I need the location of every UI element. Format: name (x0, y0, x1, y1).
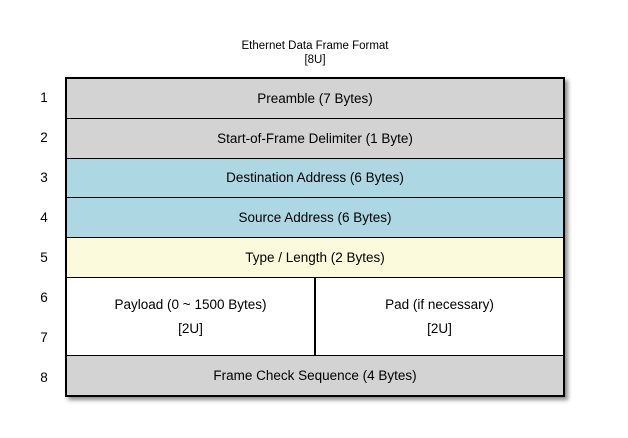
cell-label: Payload (0 ~ 1500 Bytes) (114, 297, 267, 312)
row-number-1: 1 (40, 89, 48, 105)
row-start-of-frame-delimiter: Start-of-Frame Delimiter (1 Byte) (67, 117, 563, 158)
row-number-7: 7 (40, 329, 48, 345)
row-preamble: Preamble (7 Bytes) (67, 79, 563, 118)
row-source-address: Source Address (6 Bytes) (67, 197, 563, 237)
cell-pad: Pad (if necessary) [2U] (314, 277, 563, 356)
row-number-8: 8 (40, 369, 48, 385)
title-block: Ethernet Data Frame Format [8U] (65, 39, 565, 67)
cell-units: [2U] (178, 321, 203, 336)
row-number-2: 2 (40, 129, 48, 145)
row-number-6: 6 (40, 289, 48, 305)
row-payload-pad: Payload (0 ~ 1500 Bytes) [2U] Pad (if ne… (67, 276, 563, 356)
row-number-column: 1 2 3 4 5 6 7 8 (30, 77, 58, 397)
row-number-5: 5 (40, 249, 48, 265)
row-frame-check-sequence: Frame Check Sequence (4 Bytes) (67, 355, 563, 395)
row-type-length: Type / Length (2 Bytes) (67, 237, 563, 277)
row-label: Start-of-Frame Delimiter (1 Byte) (217, 130, 413, 146)
row-label: Type / Length (2 Bytes) (245, 249, 385, 265)
row-destination-address: Destination Address (6 Bytes) (67, 157, 563, 198)
cell-label: Pad (if necessary) (385, 297, 494, 312)
row-label: Source Address (6 Bytes) (238, 210, 392, 226)
row-number-3: 3 (40, 169, 48, 185)
diagram-title: Ethernet Data Frame Format (241, 40, 389, 52)
diagram-subtitle: [8U] (304, 54, 326, 66)
row-label: Preamble (7 Bytes) (257, 90, 373, 106)
row-label: Destination Address (6 Bytes) (226, 170, 404, 186)
cell-units: [2U] (427, 321, 452, 336)
cell-payload: Payload (0 ~ 1500 Bytes) [2U] (67, 278, 314, 356)
row-label: Frame Check Sequence (4 Bytes) (213, 368, 417, 384)
row-number-4: 4 (40, 209, 48, 225)
ethernet-frame-table: Preamble (7 Bytes) Start-of-Frame Delimi… (65, 77, 565, 397)
